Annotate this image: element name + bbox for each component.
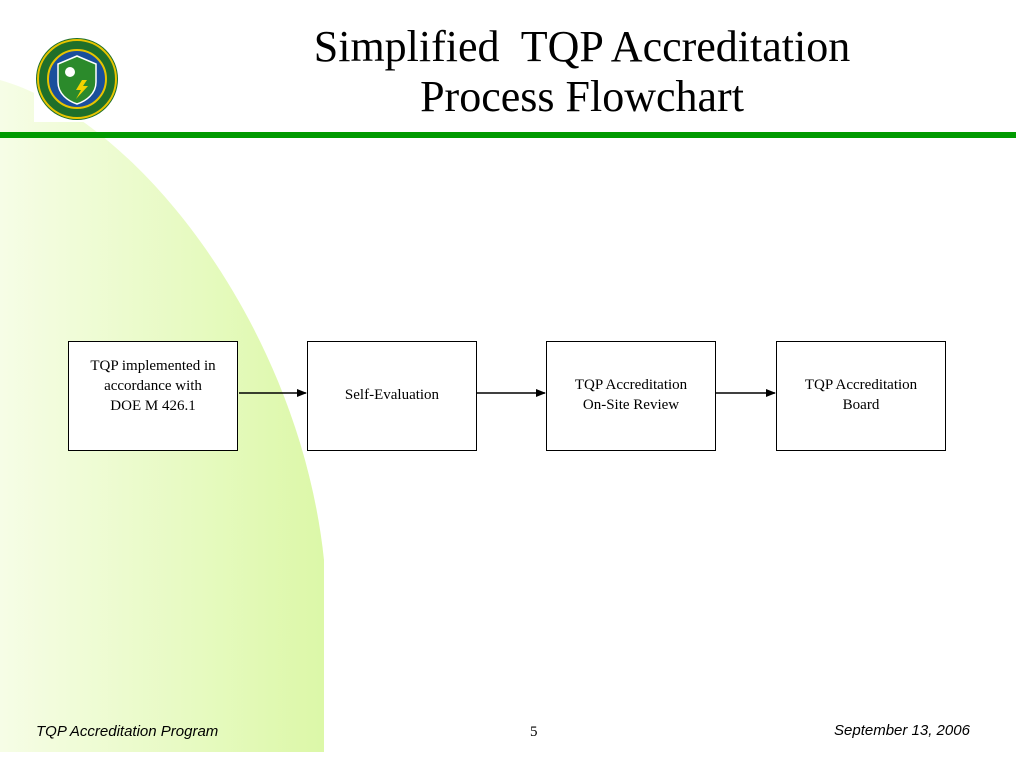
flow-step-implemented: TQP implemented in accordance with DOE M… bbox=[68, 341, 238, 451]
flow-step-label: TQP implemented in accordance with DOE M… bbox=[90, 358, 216, 414]
flow-step-label: TQP Accreditation Board bbox=[804, 377, 918, 413]
doe-seal-icon bbox=[34, 36, 120, 122]
footer-program-name: TQP Accreditation Program bbox=[36, 723, 219, 740]
flow-step-label: TQP Accreditation On-Site Review bbox=[574, 377, 688, 413]
title-line-1: Simplified TQP Accreditation bbox=[313, 22, 851, 71]
flow-step-self-evaluation: Self-Evaluation bbox=[307, 341, 477, 451]
flow-step-accreditation-board: TQP Accreditation Board bbox=[776, 341, 946, 451]
flow-step-label: Self-Evaluation bbox=[344, 387, 440, 403]
title-line-2: Process Flowchart bbox=[420, 72, 744, 121]
slide-title: Simplified TQP Accreditation Process Flo… bbox=[200, 22, 964, 122]
page-number: 5 bbox=[530, 724, 538, 740]
title-divider bbox=[0, 132, 1016, 138]
flow-step-onsite-review: TQP Accreditation On-Site Review bbox=[546, 341, 716, 451]
footer-date: September 13, 2006 bbox=[834, 722, 970, 739]
